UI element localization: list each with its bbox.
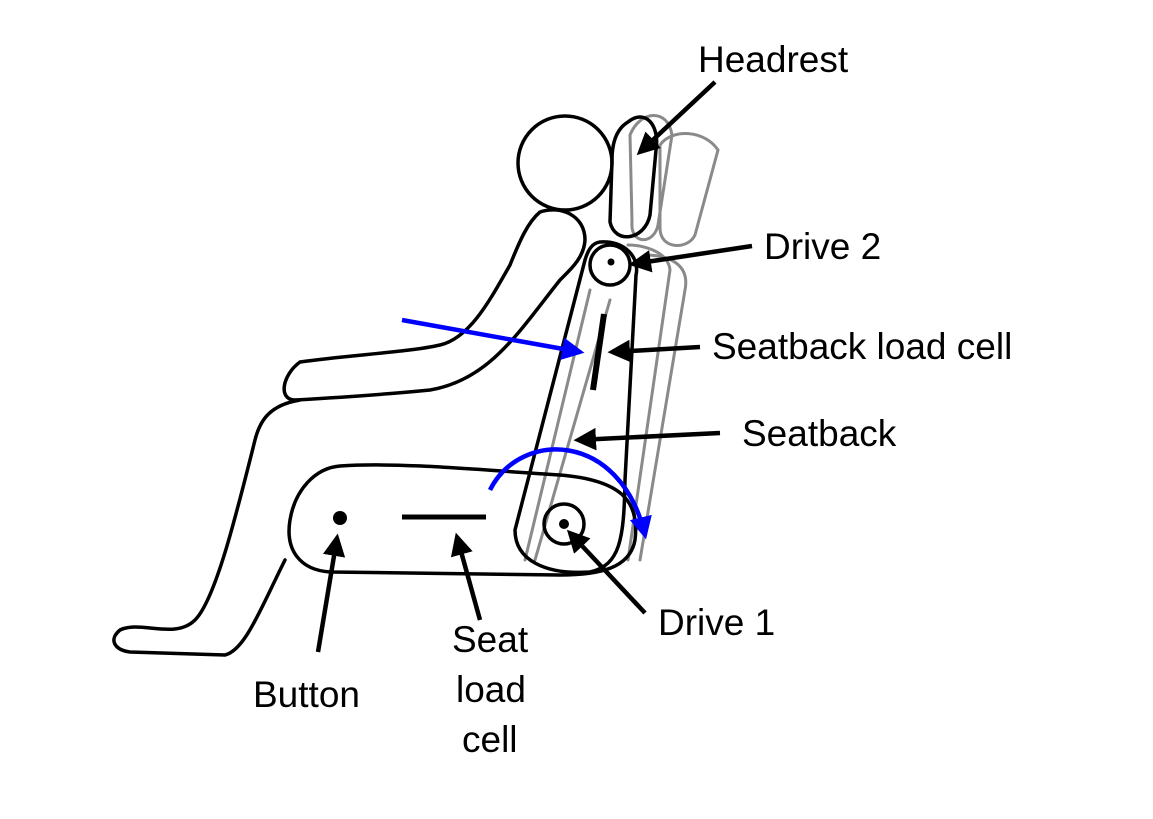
button-label: Button	[253, 674, 360, 715]
ghost-seatback-2	[638, 253, 688, 562]
drive1-axis-dot	[559, 519, 569, 529]
drive2-callout-arrow	[628, 243, 753, 273]
drive1-circle	[542, 502, 586, 546]
ghost-headrest-1	[628, 114, 674, 242]
headrest-callout-arrow	[636, 80, 717, 156]
seat-load-cell-callout-arrow	[450, 532, 483, 621]
ghost-headrest-2	[658, 132, 720, 247]
seatback-callout-arrow	[573, 427, 721, 451]
button-callout-arrow	[315, 533, 346, 653]
seat-load-cell-label-line3: cell	[462, 719, 518, 760]
drive1-callout-arrow	[566, 529, 647, 615]
leg	[112, 398, 302, 657]
force-arrow	[401, 317, 585, 360]
rotation-arrow	[487, 447, 652, 540]
headrest-label: Headrest	[698, 39, 849, 80]
seatback-load-cell-label: Seatback load cell	[712, 326, 1012, 367]
seatback-label: Seatback	[742, 413, 897, 454]
ghost-seatback-1	[626, 243, 672, 562]
button-dot	[333, 511, 347, 525]
ghost-seatback-edge-1	[523, 288, 592, 562]
headrest-outline	[608, 115, 659, 239]
seat-load-cell-label-line2: load	[456, 669, 526, 710]
torso-and-arm	[282, 208, 587, 402]
drive1-label: Drive 1	[658, 602, 775, 643]
head	[516, 114, 614, 212]
seat-cushion	[287, 463, 638, 577]
seat-load-cell-label-line1: Seat	[452, 619, 529, 660]
drive2-axis-dot	[607, 258, 615, 266]
drive2-label: Drive 2	[764, 226, 881, 267]
seatback-load-cell-callout-arrow	[607, 339, 701, 363]
seatback-load-cell-bar	[590, 313, 607, 391]
